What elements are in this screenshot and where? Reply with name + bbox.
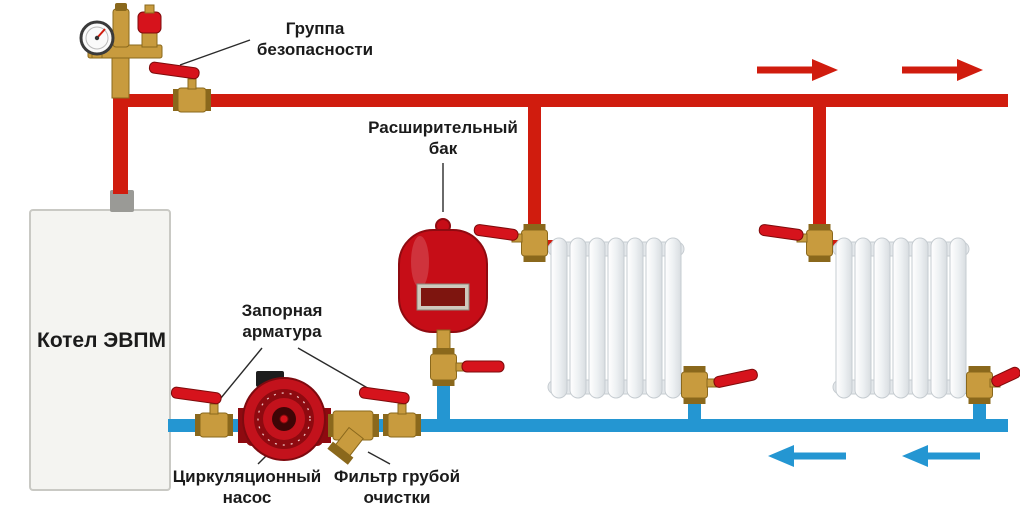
- radiator-2-return-valve: [966, 365, 1020, 405]
- radiator-1-return-valve: [681, 365, 758, 405]
- supply-shutoff-valve: [148, 61, 212, 113]
- expansion-tank-valve: [430, 347, 505, 387]
- shutoff-valves-label: Запорная арматура: [241, 301, 323, 341]
- return-shutoff-valve-2: [358, 386, 422, 438]
- coarse-filter-label: Фильтр грубой очистки: [333, 467, 461, 507]
- boiler-label: Котел ЭВПМ: [37, 329, 166, 352]
- radiator-1: [547, 237, 685, 399]
- circulation-pump-label: Циркуляционный насос: [172, 467, 322, 507]
- supply-pipe: [113, 94, 1008, 252]
- expansion-tank: [398, 218, 488, 353]
- safety-valve-icon: [137, 4, 162, 48]
- safety-group: [79, 3, 163, 99]
- safety-group-label: Группа безопасности: [256, 19, 374, 59]
- expansion-tank-label: Расширительный бак: [368, 118, 518, 158]
- return-flow-arrows: [768, 445, 980, 467]
- air-vent-icon: [112, 3, 130, 48]
- coarse-filter: [327, 410, 379, 465]
- radiator-1-supply-valve: [473, 223, 548, 263]
- radiator-2: [832, 237, 970, 399]
- boiler: [29, 190, 171, 491]
- return-shutoff-valve-1: [170, 386, 234, 438]
- radiator-2-supply-valve: [758, 223, 833, 263]
- circulation-pump: [238, 371, 331, 461]
- pressure-gauge-icon: [79, 20, 115, 59]
- supply-flow-arrows: [757, 59, 983, 81]
